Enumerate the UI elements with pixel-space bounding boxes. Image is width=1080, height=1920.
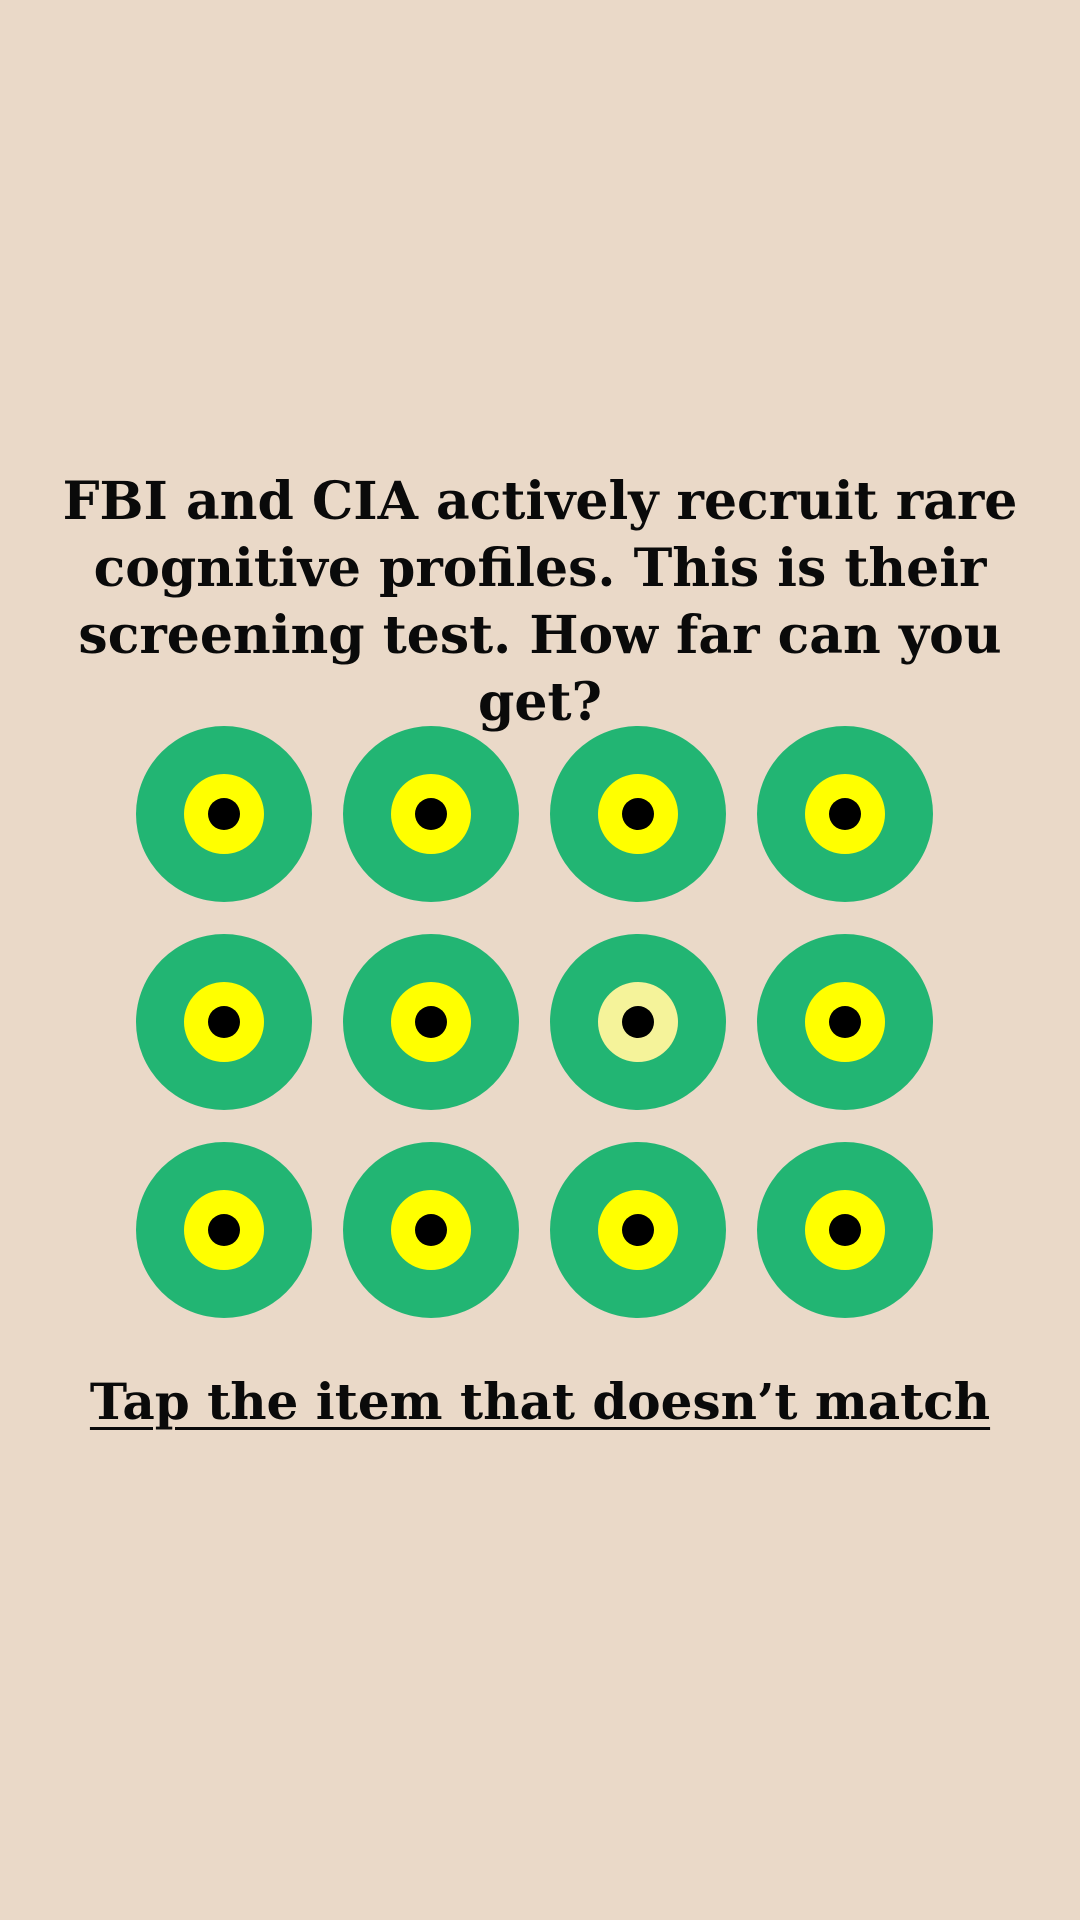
target-center-dot — [829, 798, 861, 830]
target-grid — [136, 726, 944, 1318]
target-center-dot — [829, 1214, 861, 1246]
target-circle[interactable] — [343, 726, 519, 902]
target-circle[interactable] — [343, 934, 519, 1110]
headline: FBI and CIA actively recruit rare cognit… — [40, 468, 1040, 736]
headline-bold: FBI and CIA actively recruit rare cognit… — [62, 471, 1018, 599]
target-middle-ring — [184, 982, 264, 1062]
headline-regular: This is their screening test. How far ca… — [78, 538, 1002, 733]
target-center-dot — [622, 1214, 654, 1246]
target-middle-ring — [805, 774, 885, 854]
target-circle[interactable] — [136, 1142, 312, 1318]
target-middle-ring — [805, 1190, 885, 1270]
target-center-dot — [415, 1006, 447, 1038]
target-circle[interactable] — [550, 934, 726, 1110]
target-circle[interactable] — [757, 934, 933, 1110]
target-middle-ring — [598, 982, 678, 1062]
target-center-dot — [415, 798, 447, 830]
target-middle-ring — [391, 774, 471, 854]
target-circle[interactable] — [343, 1142, 519, 1318]
target-center-dot — [622, 798, 654, 830]
target-center-dot — [415, 1214, 447, 1246]
target-circle[interactable] — [136, 934, 312, 1110]
instruction-link[interactable]: Tap the item that doesn’t match — [89, 1372, 991, 1431]
target-center-dot — [829, 1006, 861, 1038]
target-middle-ring — [184, 1190, 264, 1270]
target-circle[interactable] — [550, 1142, 726, 1318]
target-center-dot — [622, 1006, 654, 1038]
target-middle-ring — [598, 774, 678, 854]
target-circle[interactable] — [550, 726, 726, 902]
target-middle-ring — [184, 774, 264, 854]
target-middle-ring — [598, 1190, 678, 1270]
target-middle-ring — [805, 982, 885, 1062]
target-center-dot — [208, 798, 240, 830]
target-middle-ring — [391, 982, 471, 1062]
target-center-dot — [208, 1214, 240, 1246]
target-center-dot — [208, 1006, 240, 1038]
target-circle[interactable] — [757, 1142, 933, 1318]
target-circle[interactable] — [136, 726, 312, 902]
target-circle[interactable] — [757, 726, 933, 902]
target-middle-ring — [391, 1190, 471, 1270]
